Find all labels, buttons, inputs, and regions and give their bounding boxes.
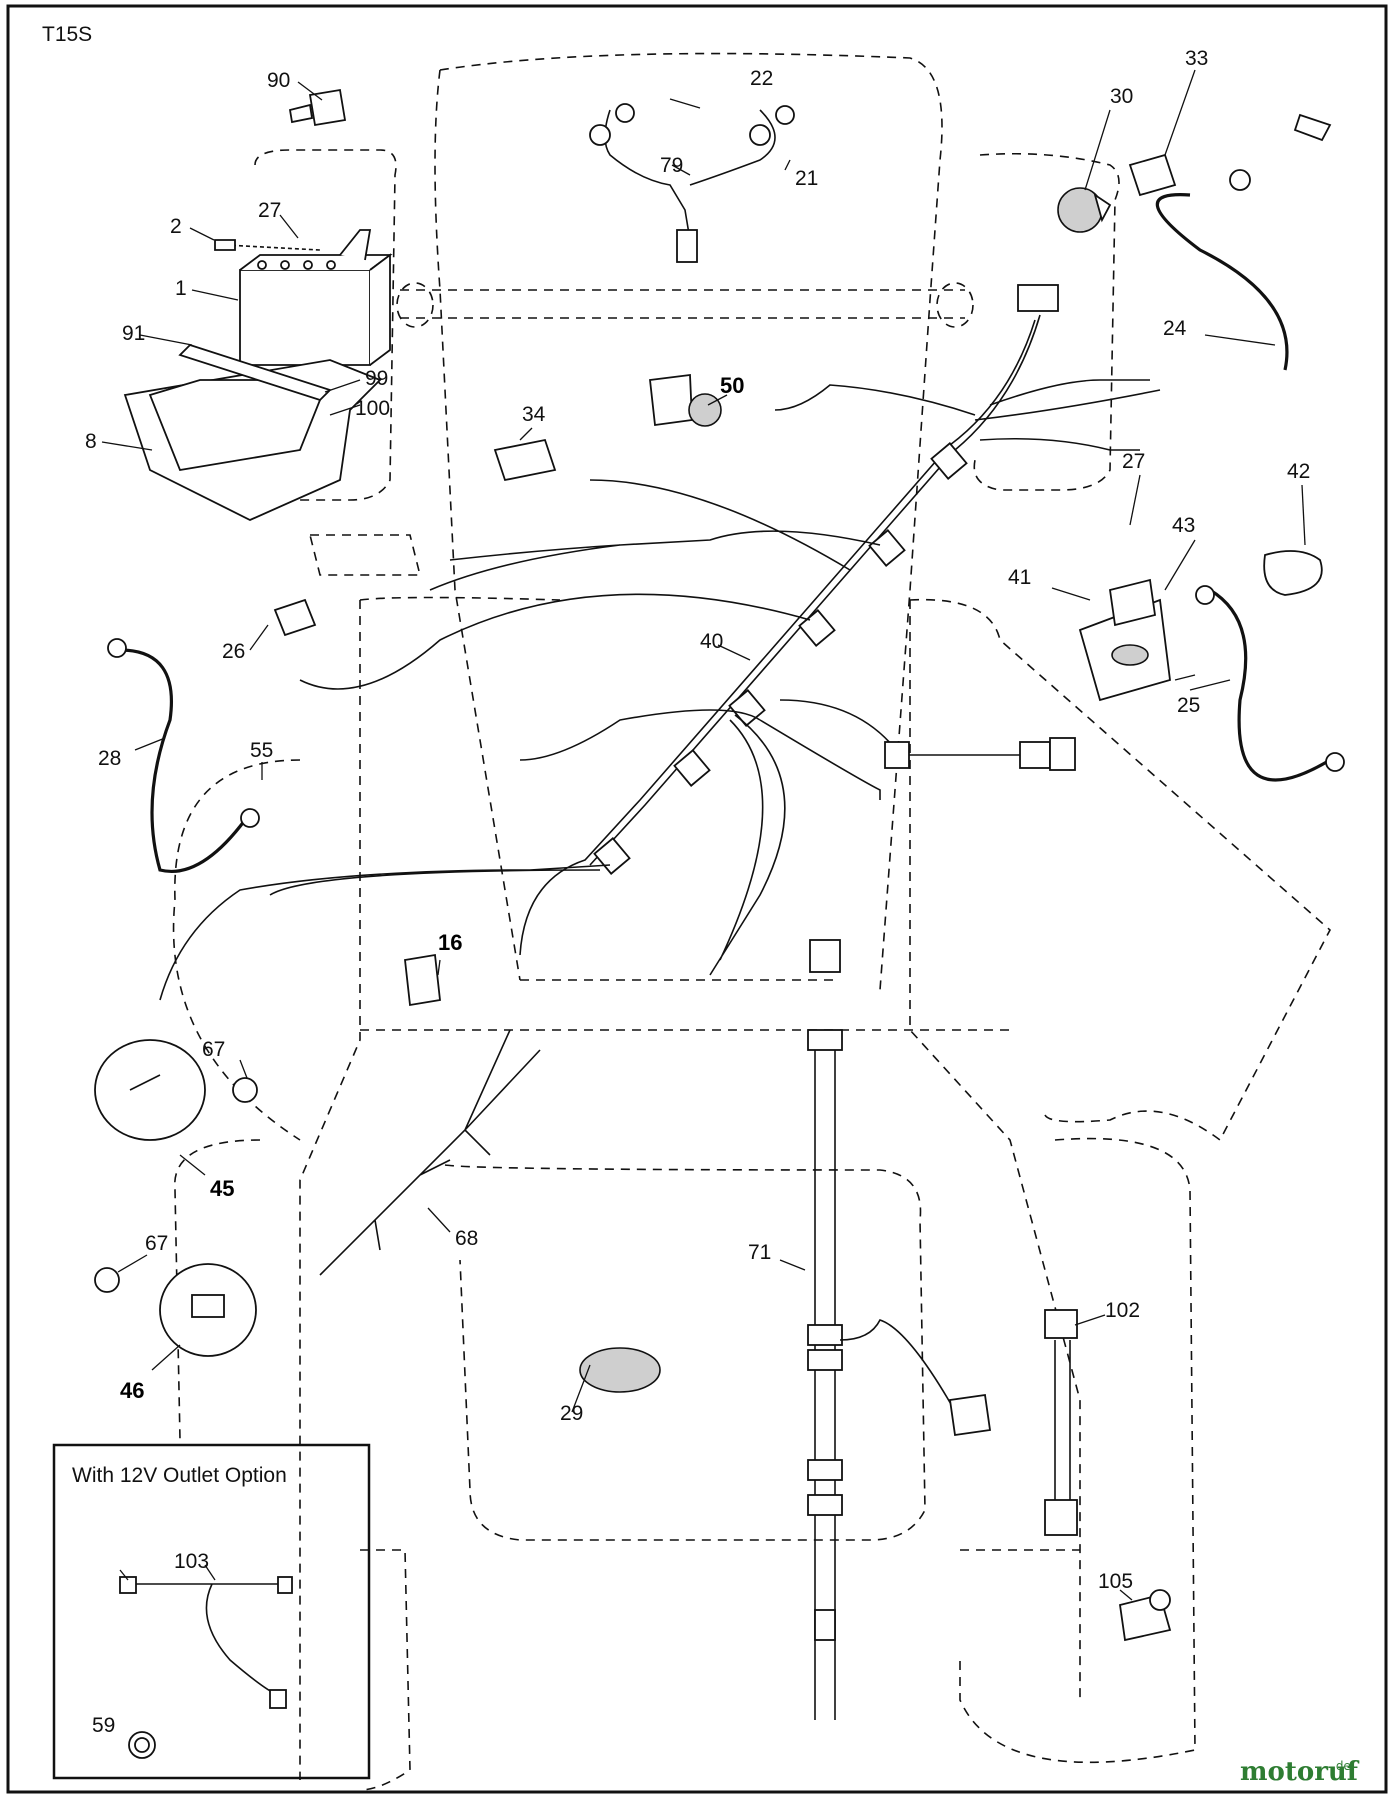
inset-box (52, 1443, 371, 1780)
fuse-26 (273, 598, 317, 637)
switch-105 (1118, 1589, 1172, 1642)
callout-22: 22 (750, 67, 773, 90)
callout-16: 16 (438, 930, 462, 955)
callout-41: 41 (1008, 566, 1031, 589)
callout-33: 33 (1185, 47, 1208, 70)
boot-42 (1263, 550, 1323, 596)
callout-25: 25 (1177, 694, 1200, 717)
inset-callout-59: 59 (92, 1714, 115, 1737)
switch-34 (493, 438, 557, 482)
callout-40: 40 (700, 630, 723, 653)
hour-meter-46 (159, 1263, 257, 1357)
callout-55: 55 (250, 739, 273, 762)
callout-91: 91 (122, 322, 145, 345)
callout-100: 100 (355, 397, 390, 420)
key-switch-30 (1057, 187, 1112, 233)
callout-90: 90 (267, 69, 290, 92)
callout-79: 79 (660, 154, 683, 177)
callout-34: 34 (522, 403, 546, 426)
headlight-assembly (589, 103, 795, 263)
watermark: motoruf (1240, 1757, 1360, 1787)
inset-callout-103: 103 (174, 1550, 209, 1573)
callout-71: 71 (748, 1241, 771, 1264)
callout-45: 45 (210, 1176, 234, 1201)
callout-2: 2 (170, 215, 182, 238)
callout-99: 99 (365, 367, 388, 390)
key-33 (1128, 153, 1177, 197)
callout-42: 42 (1287, 460, 1310, 483)
model-label: T15S (42, 23, 92, 46)
tractor-outline (172, 52, 1332, 1791)
switch-50 (649, 373, 722, 427)
harness-68 (319, 1029, 541, 1276)
callout-67-ammeter: 67 (202, 1038, 225, 1061)
callout-8: 8 (85, 430, 97, 453)
nut-67 (94, 1267, 120, 1293)
callout-105: 105 (1098, 1570, 1133, 1593)
cable-24 (1155, 113, 1332, 371)
callout-30: 30 (1110, 85, 1133, 108)
cable-25 (1195, 585, 1345, 782)
callout-68: 68 (455, 1227, 478, 1250)
diagram-border (6, 4, 1388, 1794)
harness-102 (1044, 1309, 1078, 1536)
relay-16 (404, 953, 441, 1007)
part-90 (288, 88, 347, 127)
callout-43: 43 (1172, 514, 1195, 537)
callout-67-hourmeter: 67 (145, 1232, 168, 1255)
callout-50: 50 (720, 373, 744, 398)
inset-title: With 12V Outlet Option (72, 1464, 287, 1487)
callout-24: 24 (1163, 317, 1187, 340)
callout-21: 21 (795, 167, 818, 190)
leader-lines (101, 69, 1306, 1601)
battery-tray (123, 343, 382, 521)
inset-outlet-59 (128, 1731, 156, 1759)
callout-102: 102 (1105, 1299, 1140, 1322)
watermark-suffix: .de (1332, 1759, 1351, 1773)
battery (239, 229, 393, 366)
harness-71 (807, 939, 992, 1720)
horn-29 (579, 1347, 661, 1393)
callout-46: 46 (120, 1378, 144, 1403)
callout-28: 28 (98, 747, 121, 770)
inset-harness-103 (119, 1576, 293, 1709)
ammeter-45 (94, 1039, 258, 1141)
callout-1: 1 (175, 277, 187, 300)
cable-28 (107, 638, 260, 873)
main-harness (159, 284, 1161, 1001)
callout-29: 29 (560, 1402, 583, 1425)
callout-26: 26 (222, 640, 245, 663)
callout-27-battery: 27 (258, 199, 281, 222)
callout-27-solenoid: 27 (1122, 450, 1145, 473)
solenoid-43 (1078, 578, 1171, 702)
